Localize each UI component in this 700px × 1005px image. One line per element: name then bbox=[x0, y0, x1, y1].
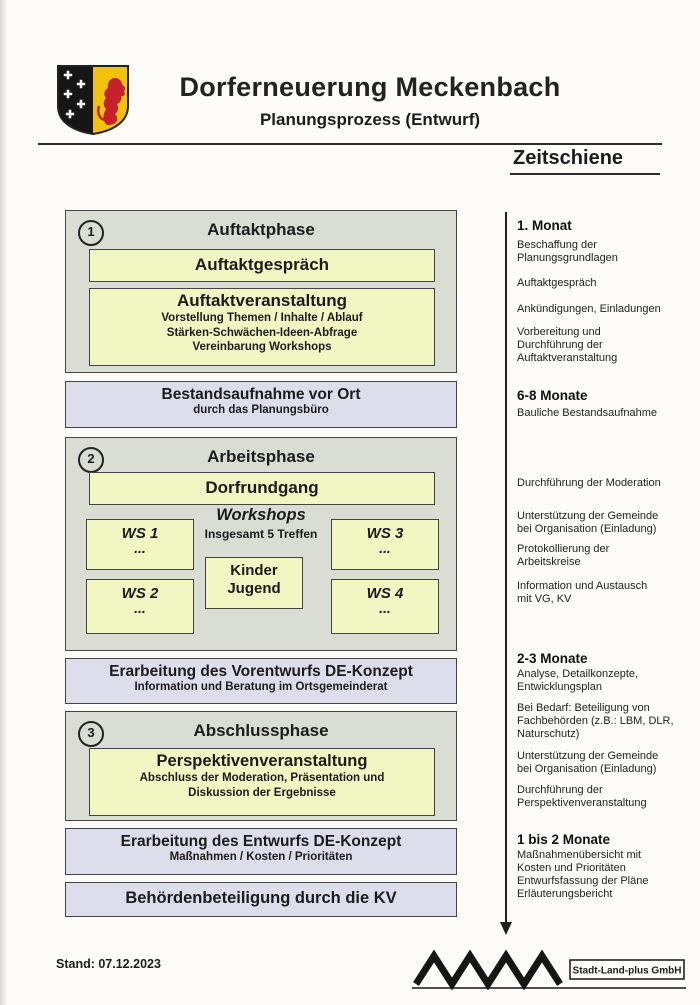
timeline-entry: Information und Austausch mit VG, KV bbox=[517, 580, 648, 605]
phase-auftaktphase: 1 Auftaktphase Auftaktgespräch Auftaktve… bbox=[65, 210, 457, 373]
stadt-land-plus-logo: Stadt-Land-plus GmbH bbox=[412, 949, 686, 991]
phase-arbeitsphase: 2 Arbeitsphase Dorfrundgang Workshops In… bbox=[65, 437, 457, 651]
timeline-heading: Zeitschiene bbox=[513, 147, 624, 169]
box-line: Diskussion der Ergebnisse bbox=[188, 786, 336, 799]
box-auftaktveranstaltung: Auftaktveranstaltung Vorstellung Themen … bbox=[89, 288, 435, 366]
meckenbach-coat-of-arms-icon bbox=[57, 65, 129, 136]
ws-label: WS 4 bbox=[366, 585, 404, 602]
workshops-subtitle: Insgesamt 5 Treffen bbox=[204, 527, 318, 541]
box-title: Erarbeitung des Vorentwurfs DE-Konzept bbox=[109, 663, 413, 680]
box-title: Auftaktveranstaltung bbox=[176, 291, 348, 310]
box-title: Perspektivenveranstaltung bbox=[156, 752, 368, 770]
ws-label: WS 3 bbox=[366, 525, 404, 542]
timeline-entry: Durchführung der Moderation bbox=[517, 477, 661, 489]
timeline-entry: Unterstützung der Gemeinde bei Organisat… bbox=[517, 750, 659, 775]
timeline-entry: Bauliche Bestandsaufnahme bbox=[517, 407, 658, 419]
timeline-entry: 1. Monat bbox=[517, 218, 572, 233]
box-entwurf: Erarbeitung des Entwurfs DE-Konzept Maßn… bbox=[65, 828, 457, 875]
phase-abschlussphase: 3 Abschlussphase Perspektivenveranstaltu… bbox=[65, 711, 457, 821]
timeline-entry: Auftaktgespräch bbox=[517, 277, 597, 289]
page-title: Dorferneuerung Meckenbach bbox=[179, 72, 561, 102]
logo-text: Stadt-Land-plus GmbH bbox=[573, 966, 682, 977]
box-title: Bestandsaufnahme vor Ort bbox=[161, 386, 361, 403]
box-line: Abschluss der Moderation, Präsentation u… bbox=[139, 772, 385, 784]
phase-title: Auftaktphase bbox=[207, 220, 315, 239]
timeline-entry: Beschaffung der Planungsgrundlagen bbox=[517, 239, 618, 264]
timeline-heading-underline bbox=[510, 173, 660, 175]
phase-title: Abschlussphase bbox=[193, 721, 329, 740]
box-ws2: WS 2 ... bbox=[86, 579, 194, 634]
timeline-entry: Bei Bedarf: Beteiligung von Fachbehörden… bbox=[517, 702, 674, 740]
timeline-arrow-line bbox=[505, 212, 507, 924]
timeline-arrow-head-icon bbox=[500, 922, 512, 935]
box-kinder-jugend: Kinder Jugend bbox=[205, 557, 303, 609]
box-subtitle: durch das Planungsbüro bbox=[193, 404, 329, 416]
scan-edge-shadow bbox=[0, 0, 7, 1005]
box-ws4: WS 4 ... bbox=[331, 579, 439, 634]
ws-label: WS 1 bbox=[121, 525, 159, 542]
timeline-entry: Durchführung der Perspektivenveranstaltu… bbox=[517, 784, 647, 809]
timeline-entry: Protokollierung der Arbeitskreise bbox=[517, 543, 610, 568]
timeline-entry: 2-3 Monate bbox=[517, 651, 588, 666]
ws-dots: ... bbox=[379, 540, 391, 556]
phase-number-badge: 1 bbox=[78, 220, 104, 246]
timeline-entry: 6-8 Monate bbox=[517, 388, 588, 403]
timeline-entry: Vorbereitung und Durchführung der Auftak… bbox=[517, 326, 618, 364]
header: Dorferneuerung Meckenbach Planungsprozes… bbox=[150, 72, 590, 130]
phase-number-badge: 3 bbox=[78, 721, 104, 747]
phase-title: Arbeitsphase bbox=[207, 447, 315, 466]
box-line: Vorstellung Themen / Inhalte / Ablauf bbox=[161, 312, 363, 324]
box-auftaktgespraech: Auftaktgespräch bbox=[89, 249, 435, 282]
timeline-entry: Analyse, Detailkonzepte, Entwicklungspla… bbox=[517, 668, 639, 693]
box-line: Vereinbarung Workshops bbox=[192, 341, 332, 353]
timeline-entry: Unterstützung der Gemeinde bei Organisat… bbox=[517, 510, 659, 535]
box-subtitle: Information und Beratung im Ortsgemeinde… bbox=[134, 681, 388, 693]
box-bestandsaufnahme: Bestandsaufnahme vor Ort durch das Planu… bbox=[65, 381, 457, 428]
ws-dots: ... bbox=[134, 600, 146, 616]
timeline-entry: Maßnahmenübersicht mit Kosten und Priori… bbox=[517, 849, 649, 900]
box-title: Erarbeitung des Entwurfs DE-Konzept bbox=[120, 833, 402, 850]
ws-dots: ... bbox=[134, 540, 146, 556]
box-vorentwurf: Erarbeitung des Vorentwurfs DE-Konzept I… bbox=[65, 658, 457, 704]
box-dorfrundgang: Dorfrundgang bbox=[89, 472, 435, 505]
timeline-entry: 1 bis 2 Monate bbox=[517, 832, 611, 847]
box-ws3: WS 3 ... bbox=[331, 519, 439, 570]
page-subtitle: Planungsprozess (Entwurf) bbox=[259, 110, 481, 129]
box-perspektivenveranstaltung: Perspektivenveranstaltung Abschluss der … bbox=[89, 748, 435, 816]
box-ws1: WS 1 ... bbox=[86, 519, 194, 570]
document-date: Stand: 07.12.2023 bbox=[56, 957, 161, 971]
ws-label: WS 2 bbox=[121, 585, 159, 602]
timeline-entry: Ankündigungen, Einladungen bbox=[517, 303, 661, 315]
workshops-title: Workshops bbox=[216, 506, 306, 524]
box-line: Stärken-Schwächen-Ideen-Abfrage bbox=[166, 326, 358, 339]
ws-dots: ... bbox=[379, 600, 391, 616]
box-behoerdenbeteiligung: Behördenbeteiligung durch die KV bbox=[65, 882, 457, 917]
header-divider bbox=[38, 143, 662, 145]
box-subtitle: Maßnahmen / Kosten / Prioritäten bbox=[169, 851, 353, 863]
